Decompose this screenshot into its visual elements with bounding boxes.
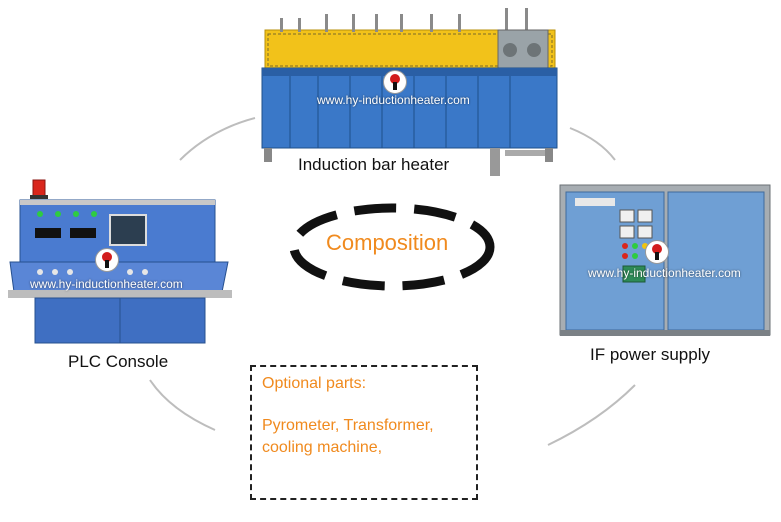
brand-logo-console xyxy=(95,248,119,272)
caption-plc-console: PLC Console xyxy=(68,352,169,371)
optional-parts-box: Optional parts: Pyrometer, Transformer, … xyxy=(250,365,478,500)
optional-parts-line-1: Pyrometer, Transformer, xyxy=(262,417,434,434)
plc-console-illustration xyxy=(8,179,232,344)
optional-parts-line-2: cooling machine, xyxy=(262,439,383,456)
arc-bottom-right xyxy=(547,384,636,446)
arc-bottom-left xyxy=(149,379,216,431)
watermark-heater: www.hy-inductionheater.com xyxy=(317,93,470,107)
caption-induction-bar-heater: Induction bar heater xyxy=(298,155,450,174)
arc-top-left xyxy=(179,117,256,161)
optional-parts-title: Optional parts: xyxy=(262,375,367,392)
induction-bar-heater-illustration xyxy=(261,8,558,176)
composition-ellipse xyxy=(289,203,495,291)
watermark-power-supply: www.hy-inductionheater.com xyxy=(588,266,741,280)
brand-logo-power-supply xyxy=(645,240,669,264)
watermark-console: www.hy-inductionheater.com xyxy=(30,277,183,291)
arc-top-right xyxy=(569,127,616,161)
caption-if-power-supply: IF power supply xyxy=(590,345,710,364)
composition-label: Composition xyxy=(326,230,449,255)
brand-logo-heater xyxy=(383,70,407,94)
